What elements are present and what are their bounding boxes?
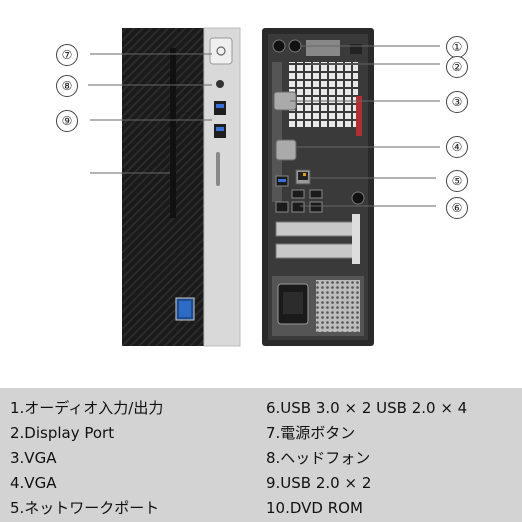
callout-marker-4: ④ xyxy=(446,136,468,158)
legend-item: 4.VGA xyxy=(10,474,57,492)
legend-item: 2.Display Port xyxy=(10,424,115,442)
callout-marker-8: ⑧ xyxy=(56,75,78,97)
legend-column-left: 1.オーディオ入力/出力 2.Display Port 3.VGA 4.VGA … xyxy=(10,396,163,521)
legend-item: 9.USB 2.0 × 2 xyxy=(266,474,372,492)
callout-marker-3: ③ xyxy=(446,91,468,113)
legend-item: 8.ヘッドフォン xyxy=(266,449,371,467)
front-view xyxy=(122,27,241,347)
legend-column-right: 6.USB 3.0 × 2 USB 2.0 × 4 7.電源ボタン 8.ヘッドフ… xyxy=(266,396,467,521)
legend-item: 7.電源ボタン xyxy=(266,424,356,442)
callout-marker-9: ⑨ xyxy=(56,110,78,132)
legend-item: 10.DVD ROM xyxy=(266,499,363,517)
callout-marker-1: ① xyxy=(446,36,468,58)
callout-marker-6: ⑥ xyxy=(446,197,468,219)
product-photo: ⑦ ⑧ ⑨ ① ② ③ ④ ⑤ ⑥ xyxy=(56,27,468,347)
callout-marker-5: ⑤ xyxy=(446,170,468,192)
callout-marker-7: ⑦ xyxy=(56,44,78,66)
legend-item: 6.USB 3.0 × 2 USB 2.0 × 4 xyxy=(266,399,468,417)
callout-lines xyxy=(88,45,440,207)
legend-item: 3.VGA xyxy=(10,449,57,467)
rear-view xyxy=(262,28,374,346)
legend-item: 5.ネットワークポート xyxy=(10,499,160,517)
port-legend: 1.オーディオ入力/出力 2.Display Port 3.VGA 4.VGA … xyxy=(0,388,522,522)
legend-item: 1.オーディオ入力/出力 xyxy=(10,399,164,417)
pc-illustration xyxy=(88,27,440,347)
callout-marker-2: ② xyxy=(446,56,468,78)
